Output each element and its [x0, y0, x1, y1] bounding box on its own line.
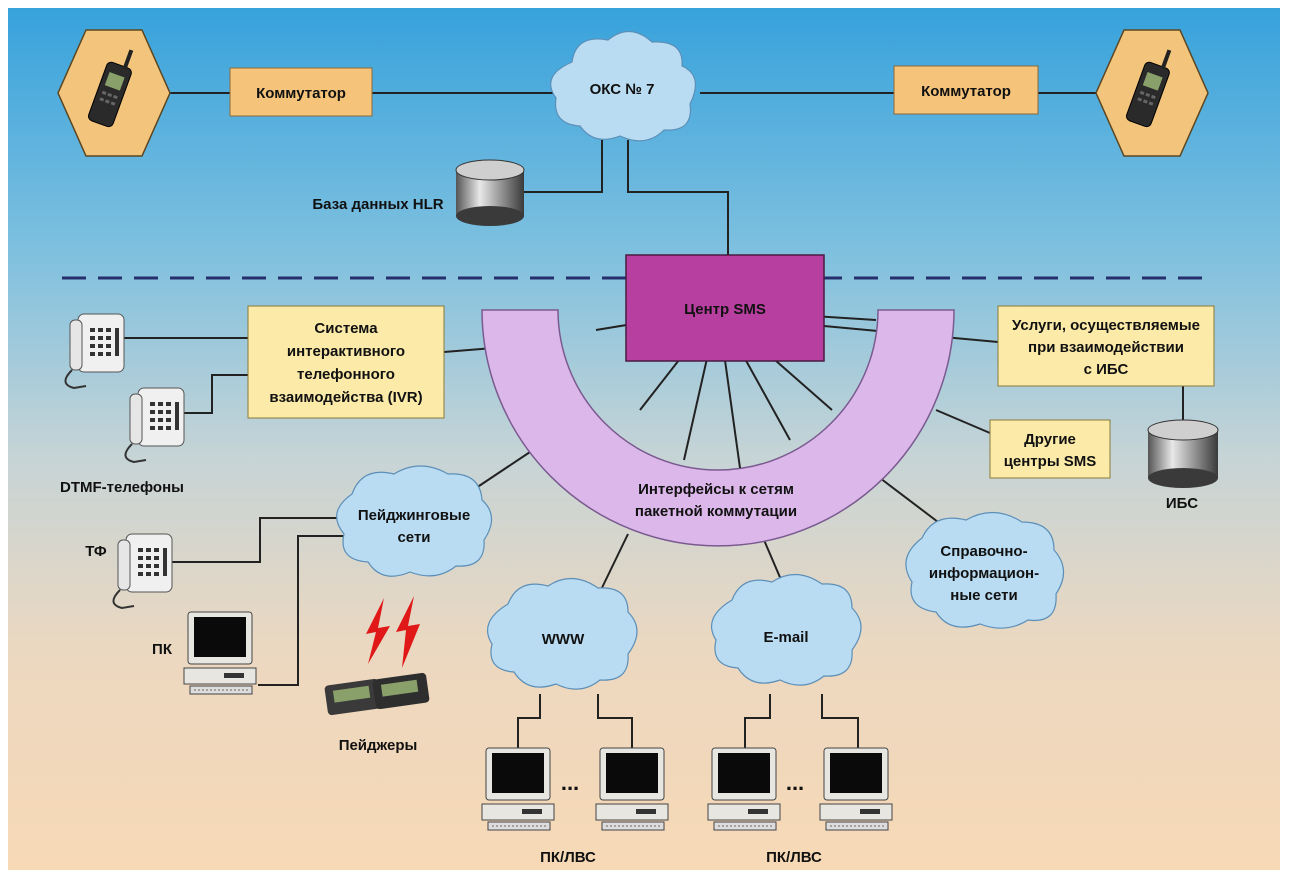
- pager-icon: [324, 678, 382, 716]
- ivr-line-1: Система: [314, 320, 378, 337]
- pc-label: ПК: [152, 641, 173, 658]
- oks7-label: ОКС № 7: [590, 81, 655, 98]
- packet-interfaces-line-1: Интерфейсы к сетям: [638, 481, 794, 498]
- pc-lan-left-label: ПК/ЛВС: [540, 849, 596, 866]
- tf-label: ТФ: [85, 543, 107, 560]
- tf-phone-icon: [112, 533, 173, 609]
- www-cloud: [487, 577, 638, 690]
- switch-right-box: [893, 65, 1039, 115]
- info-networks-line-3: ные сети: [950, 587, 1017, 604]
- ivr-line-4: взаимодейства (IVR): [269, 389, 422, 406]
- switch-left-box: [229, 67, 373, 117]
- paging-networks-cloud: [336, 465, 493, 577]
- pc-lan-icon: [707, 747, 781, 831]
- paging-networks-line-2: сети: [397, 529, 430, 546]
- info-networks-line-1: Справочно-: [940, 543, 1027, 560]
- dtmf-label: DTMF-телефоны: [60, 479, 184, 496]
- pc-lan-icon: [819, 747, 893, 831]
- pagers-label: Пейджеры: [339, 737, 418, 754]
- pc-lan-icon: [481, 747, 555, 831]
- sms-center-label: Центр SMS: [684, 301, 766, 318]
- switch-right-label: Коммутатор: [921, 83, 1011, 100]
- other-sms-line-1: Другие: [1024, 431, 1076, 448]
- radio-signal-icon: [366, 598, 390, 664]
- ibs-services-line-3: с ИБС: [1084, 361, 1129, 378]
- ibs-database-icon: [1147, 419, 1219, 488]
- packet-interfaces-line-2: пакетной коммутации: [635, 503, 797, 520]
- ivr-line-2: интерактивного: [287, 343, 405, 360]
- email-cloud: [711, 573, 862, 686]
- www-label: WWW: [542, 631, 585, 648]
- info-networks-cloud: [905, 511, 1065, 629]
- hlr-database-icon: [455, 159, 525, 226]
- ibs-label: ИБС: [1166, 495, 1198, 512]
- info-networks-line-2: информацион-: [929, 565, 1039, 582]
- ellipsis-right: ...: [786, 770, 804, 795]
- pager-icon: [372, 672, 430, 710]
- email-label: E-mail: [763, 629, 808, 646]
- ibs-services-line-1: Услуги, осуществляемые: [1012, 317, 1200, 334]
- hlr-label: База данных HLR: [312, 196, 443, 213]
- other-sms-line-2: центры SMS: [1004, 453, 1097, 470]
- radio-signal-icon: [396, 596, 420, 668]
- ibs-services-box: [997, 305, 1215, 387]
- dtmf-phone-icon: [124, 387, 185, 463]
- other-sms-centers-box: [989, 419, 1111, 479]
- sms-center-box: [625, 254, 825, 362]
- packet-interfaces-arc: [481, 309, 955, 547]
- pc-lan-icon: [595, 747, 669, 831]
- pc-lan-right-label: ПК/ЛВС: [766, 849, 822, 866]
- ibs-services-line-2: при взаимодействии: [1028, 339, 1184, 356]
- paging-networks-line-1: Пейджинговые: [358, 507, 470, 524]
- ivr-line-3: телефонного: [297, 366, 395, 383]
- switch-left-label: Коммутатор: [256, 85, 346, 102]
- ellipsis-left: ...: [561, 770, 579, 795]
- pc-icon: [183, 611, 257, 695]
- dtmf-phone-icon: [64, 313, 125, 389]
- hexagon-right: [1095, 29, 1209, 157]
- ivr-box: [247, 305, 445, 419]
- hexagon-left: [57, 29, 171, 157]
- oks7-cloud: [550, 30, 697, 142]
